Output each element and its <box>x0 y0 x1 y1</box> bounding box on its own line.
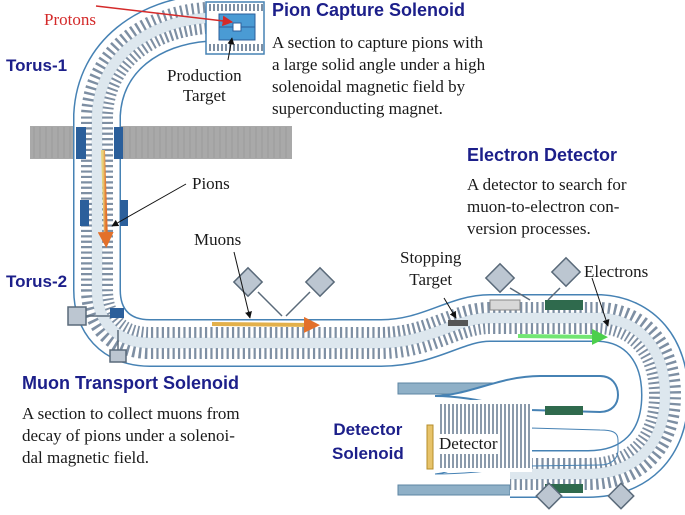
pions-leader <box>111 183 187 227</box>
pion-capture-title: Pion Capture Solenoid <box>272 0 466 20</box>
port-muon-right <box>285 266 336 317</box>
capture-coil-tick <box>241 4 243 11</box>
electron-detector-title: Electron Detector <box>467 145 618 165</box>
detector-plate <box>426 424 434 470</box>
capture-coil-tick <box>217 4 219 11</box>
detector-fin <box>516 404 518 468</box>
capture-coil-tick <box>221 4 223 11</box>
detector-fin <box>520 404 522 468</box>
capture-coil-tick <box>245 4 247 11</box>
capture-coil-tick <box>209 44 211 51</box>
stopping-target-marker <box>448 320 468 326</box>
capture-coil-tick <box>225 44 227 51</box>
shield-block-upper <box>30 126 292 159</box>
detector-fin <box>512 404 514 468</box>
muon-transport-title: Muon Transport Solenoid <box>22 373 239 393</box>
muons-leader <box>233 251 252 319</box>
protons-label: Protons <box>44 10 96 29</box>
capture-coil-tick <box>253 44 255 51</box>
detector-solenoid-label: Detector Solenoid <box>332 420 404 463</box>
port-muon-left <box>232 266 283 317</box>
capture-coil-tick <box>229 4 231 11</box>
capture-coil-tick <box>237 44 239 51</box>
muons-label: Muons <box>194 230 242 249</box>
electrons-label: Electrons <box>584 262 649 281</box>
pions-label: Pions <box>192 174 230 193</box>
beam-pipe-inner-channel <box>92 13 671 479</box>
electron-detector-description: A detector to search for muon-to-electro… <box>467 175 627 238</box>
detector-fin <box>504 404 506 468</box>
port-left-torus <box>67 306 127 363</box>
torus-magnet-blocks <box>76 127 128 318</box>
production-target-leader <box>227 37 235 61</box>
port-det-bottom-right <box>607 482 635 510</box>
capture-coil-tick <box>221 44 223 51</box>
torus-2-label: Torus-2 <box>6 272 68 291</box>
capture-coil-tick <box>233 44 235 51</box>
detector-fin <box>508 404 510 468</box>
capture-coil-tick <box>237 4 239 11</box>
port-det-bottom-left <box>535 482 563 510</box>
capture-coil-tick <box>249 44 251 51</box>
capture-coil-tick <box>213 4 215 11</box>
pion-capture-description: A section to capture pions with a large … <box>272 33 486 118</box>
capture-coil-tick <box>253 4 255 11</box>
capture-coil-tick <box>249 4 251 11</box>
detector-shield-bottom <box>397 484 511 496</box>
capture-coil-tick <box>241 44 243 51</box>
capture-coil-tick <box>261 4 263 11</box>
detector-fin <box>528 404 530 468</box>
muon-flux-arrow <box>211 316 320 333</box>
capture-coil-tick <box>209 4 211 11</box>
production-target-label: Production Target <box>167 66 242 105</box>
detector-fin <box>524 404 526 468</box>
pion-capture-solenoid <box>205 1 265 55</box>
capture-coil-tick <box>261 44 263 51</box>
capture-coil-tick <box>245 44 247 51</box>
beam-pipe-inner-edge <box>91 12 671 480</box>
pion-flux-arrow <box>97 149 114 248</box>
vacuum-ports <box>67 256 635 510</box>
protons-beam-arrow <box>95 5 234 27</box>
port-det-top-right <box>547 256 582 301</box>
detector-fin <box>500 404 502 468</box>
capture-coil-tick <box>257 44 259 51</box>
capture-coil-tick <box>213 44 215 51</box>
detector-label: Detector <box>437 434 500 454</box>
stopping-target-label: Stopping Target <box>400 248 462 289</box>
capture-coil-tick <box>233 4 235 11</box>
electrons-leader <box>591 277 610 327</box>
muon-transport-description: A section to collect muons from decay of… <box>22 404 240 467</box>
torus-1-label: Torus-1 <box>6 56 68 75</box>
stopping-target-leader <box>443 297 457 319</box>
port-det-top-left <box>484 262 531 301</box>
capture-coil-tick <box>225 4 227 11</box>
capture-coil-tick <box>217 44 219 51</box>
capture-coil-tick <box>257 4 259 11</box>
electron-flux-arrow <box>517 328 608 345</box>
detector-magnets <box>489 299 583 493</box>
